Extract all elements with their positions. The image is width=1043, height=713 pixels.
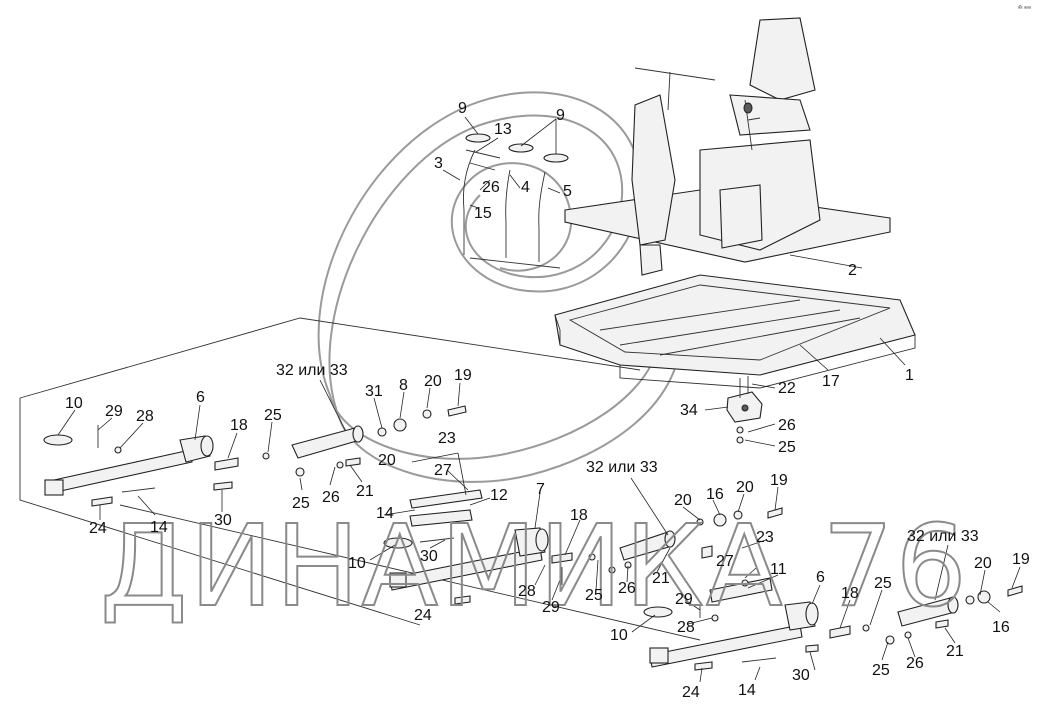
callout-23: 23 [756,529,774,546]
callout-7: 7 [536,481,545,498]
callout-6: 6 [196,389,205,406]
callout-labels: 1 2 17 22 34 26 25 9 9 13 3 26 4 5 15 32… [65,100,1030,701]
callout-14: 14 [150,519,168,536]
callout-10: 10 [65,395,83,412]
callout-34: 34 [680,402,698,419]
hydraulic-block [726,376,763,444]
callout-19: 19 [770,472,788,489]
callout-30: 30 [420,548,438,565]
callout-10: 10 [610,627,628,644]
callout-20: 20 [378,452,396,469]
callout-22: 22 [778,380,796,397]
callout-26: 26 [618,580,636,597]
callout-4: 4 [521,179,530,196]
callout-29: 29 [105,403,123,420]
callout-13: 13 [494,121,512,138]
callout-21: 21 [946,643,964,660]
callout-24: 24 [89,520,107,537]
callout-1: 1 [905,367,914,384]
callout-29: 29 [675,591,693,608]
operator-station [564,17,891,276]
callout-32-or-33: 32 или 33 [276,362,348,379]
callout-25: 25 [264,407,282,424]
cab-deck-frame [554,274,916,389]
callout-23: 23 [438,430,456,447]
callout-15: 15 [474,205,492,222]
floor-plane-outline [19,317,701,641]
callout-26: 26 [778,417,796,434]
callout-3: 3 [434,155,443,172]
callout-27: 27 [716,553,734,570]
callout-6: 6 [816,569,825,586]
callout-20: 20 [424,373,442,390]
callout-2: 2 [848,262,857,279]
callout-12: 12 [490,487,508,504]
callout-11: 11 [770,561,787,578]
callout-8: 8 [399,377,408,394]
callout-30: 30 [214,512,232,529]
callout-28: 28 [136,408,154,425]
callout-29: 29 [542,599,560,616]
callout-24: 24 [682,684,700,701]
pedal-assembly-right [643,585,1023,671]
pedal-assembly-left [43,405,467,507]
callout-30: 30 [792,667,810,684]
watermark-text: ДИНАМИКА 76 [100,502,969,632]
callout-28: 28 [677,619,695,636]
callout-25: 25 [872,662,890,679]
leader-lines [57,116,1021,683]
callout-20: 20 [736,479,754,496]
callout-18: 18 [570,507,588,524]
callout-19: 19 [454,367,472,384]
callout-16: 16 [706,486,724,503]
callout-25: 25 [585,587,603,604]
callout-21: 21 [356,483,374,500]
pedal-assembly-middle [383,489,783,605]
callout-32-or-33: 32 или 33 [586,459,658,476]
callout-24: 24 [414,607,432,624]
callout-25: 25 [292,495,310,512]
callout-19: 19 [1012,551,1030,568]
callout-9: 9 [458,100,467,117]
callout-18: 18 [841,585,859,602]
callout-26: 26 [322,489,340,506]
callout-26: 26 [482,179,500,196]
pedal-valve-group-top [463,133,569,269]
callout-18: 18 [230,417,248,434]
callout-14: 14 [376,505,394,522]
watermark-swirl-logo [317,91,681,483]
callout-27: 27 [434,462,452,479]
callout-26: 26 [906,655,924,672]
callout-10: 10 [348,555,366,572]
callout-21: 21 [652,570,670,587]
callout-14: 14 [738,682,756,699]
callout-20: 20 [674,492,692,509]
callout-9: 9 [556,107,565,124]
corner-mark: ᵃ̂ᵃ ᵃᵃᵃ [1018,6,1032,12]
callout-25: 25 [778,439,796,456]
callout-16: 16 [992,619,1010,636]
callout-25: 25 [874,575,892,592]
callout-5: 5 [563,183,572,200]
callout-32-or-33: 32 или 33 [907,528,979,545]
callout-28: 28 [518,583,536,600]
callout-20: 20 [974,555,992,572]
callout-31: 31 [365,383,383,400]
callout-17: 17 [822,373,840,390]
